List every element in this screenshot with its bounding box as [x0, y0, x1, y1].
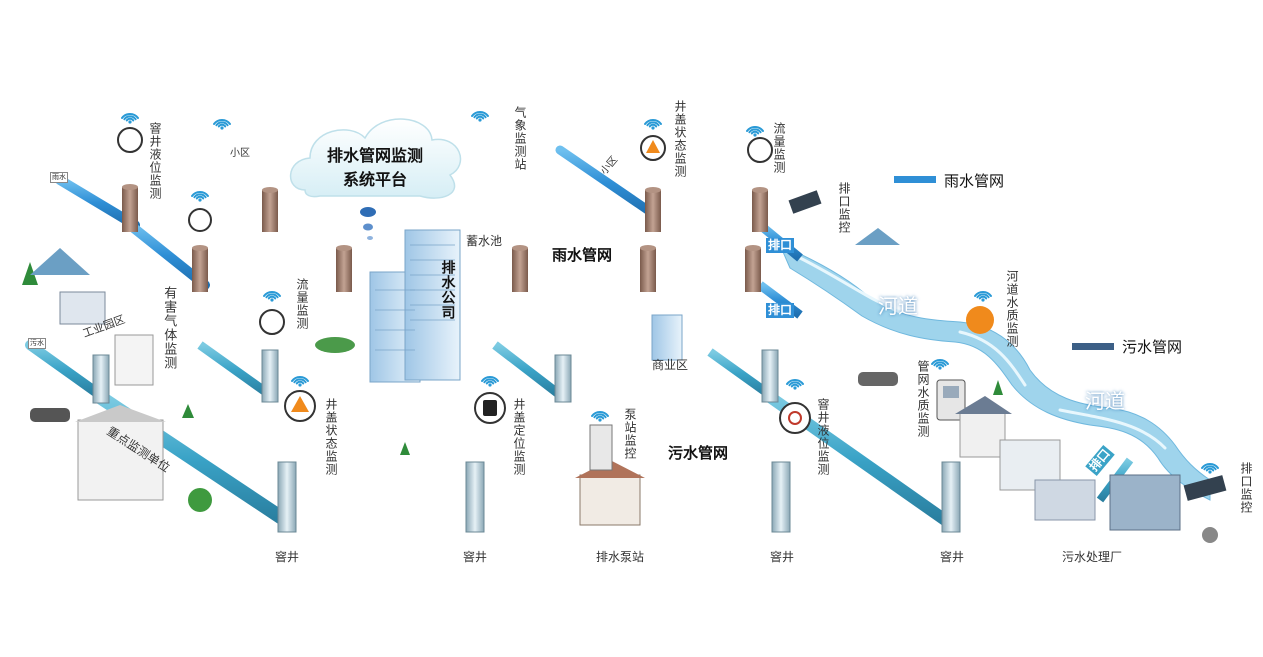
zone-reservoir: 蓄水池 — [466, 234, 503, 248]
manhole — [122, 184, 138, 232]
label-flow-top: 流量监测 — [772, 122, 786, 174]
sewage-manholes — [92, 349, 961, 533]
manhole — [752, 187, 768, 232]
legend-label-rain: 雨水管网 — [944, 172, 1005, 190]
river-label-1: 河道 — [878, 294, 918, 318]
wifi-icon — [291, 376, 309, 387]
wifi-icon — [121, 113, 139, 124]
label-flow-mid: 流量监测 — [295, 278, 309, 330]
flow-arrows — [150, 222, 1003, 523]
bottom-label-manhole-3: 窨井 — [770, 550, 795, 564]
label-outfall-right: 排口监控 — [1239, 462, 1253, 514]
pipe-tag-rain: 雨水 — [50, 172, 68, 183]
label-pump-station: 泵站监控 — [623, 408, 637, 460]
legend-swatch-sewage — [1072, 343, 1114, 350]
rain-manholes — [122, 184, 768, 292]
wifi-icons — [121, 111, 1219, 474]
sensor-badges — [117, 127, 966, 434]
company-buildings — [369, 229, 461, 383]
manhole — [262, 187, 278, 232]
rain-network-label: 雨水管网 — [552, 246, 613, 264]
label-pipe-quality: 管网水质监测 — [916, 360, 930, 438]
label-cover-status: 井盖状态监测 — [324, 398, 338, 476]
bottom-label-manhole-2: 窨井 — [463, 550, 488, 564]
bottom-label-manhole-1: 窨井 — [275, 550, 300, 564]
scenery — [22, 190, 1227, 543]
bottom-label-pump-station: 排水泵站 — [596, 550, 645, 564]
wifi-icon — [191, 191, 209, 202]
wifi-icon — [974, 291, 992, 302]
manhole — [336, 245, 352, 292]
manhole — [645, 187, 661, 232]
manhole — [192, 245, 208, 292]
bottom-label-manhole-4: 窨井 — [940, 550, 965, 564]
company-label: 排水公司 — [439, 260, 456, 320]
label-cover-position: 井盖定位监测 — [512, 398, 526, 476]
manhole — [640, 245, 656, 292]
legend-swatch-rain — [894, 176, 936, 183]
wifi-icon — [1201, 463, 1219, 474]
label-manhole-level-top: 窨井液位监测 — [148, 122, 162, 200]
pipe-tag-sewage: 污水 — [28, 338, 46, 349]
wifi-icon — [746, 126, 764, 137]
wifi-icon — [591, 411, 609, 422]
sewage-network-label: 污水管网 — [668, 444, 729, 462]
wifi-icon — [471, 111, 489, 122]
manhole — [745, 245, 761, 292]
legend-label-sewage: 污水管网 — [1122, 338, 1183, 356]
zone-xiaoqu-1: 小区 — [230, 148, 250, 159]
label-river-quality: 河道水质监测 — [1005, 270, 1019, 348]
outfall-label-1: 排口 — [766, 238, 795, 253]
platform-cloud — [289, 118, 462, 240]
wifi-icon — [213, 119, 231, 130]
river-label-2: 河道 — [1085, 389, 1125, 413]
platform-title-line1: 排水管网监测 — [326, 146, 423, 165]
label-cover-status-top: 井盖状态监测 — [673, 100, 687, 178]
label-weather: 气象监测站 — [513, 106, 527, 171]
label-gas: 有害气体监测 — [161, 286, 177, 370]
wifi-icon — [931, 359, 949, 370]
wifi-icon — [481, 376, 499, 387]
zone-commercial: 商业区 — [652, 358, 689, 372]
manhole — [512, 245, 528, 292]
houses — [59, 291, 1181, 531]
outfall-label-2: 排口 — [766, 303, 795, 318]
wifi-icon — [644, 119, 662, 130]
label-outfall-top: 排口监控 — [837, 182, 851, 234]
wifi-icon — [786, 379, 804, 390]
commercial-building — [651, 314, 683, 361]
river — [779, 244, 1211, 501]
wifi-icon — [263, 291, 281, 302]
label-manhole-level: 窨井液位监测 — [816, 398, 830, 476]
platform-title-line2: 系统平台 — [342, 170, 407, 189]
bottom-label-treatment-plant: 污水处理厂 — [1062, 550, 1123, 564]
